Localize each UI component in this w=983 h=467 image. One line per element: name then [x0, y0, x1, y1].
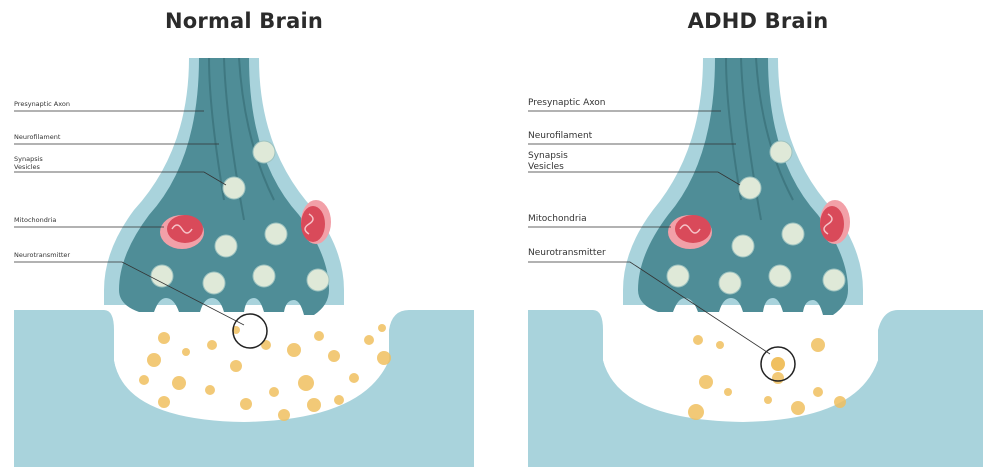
label-mitochondria: Mitochondria — [528, 214, 587, 224]
panel-title: ADHD Brain — [528, 9, 983, 33]
label-synapsis: Synapsis — [14, 155, 43, 163]
label-presynaptic-axon: Presynaptic Axon — [528, 98, 606, 108]
panel-title: Normal Brain — [14, 9, 474, 33]
adhd-brain-panel: ADHD Brain Presynaptic Axon Neurofilamen… — [528, 0, 983, 467]
mitochondrion — [160, 215, 204, 249]
normal-synapse-illustration — [14, 0, 474, 467]
mitochondrion — [820, 200, 850, 244]
label-mitochondria: Mitochondria — [14, 216, 56, 224]
mitochondrion — [668, 215, 712, 249]
adhd-synapse-illustration — [528, 0, 983, 467]
label-neurotransmitter: Neurotransmitter — [528, 248, 606, 258]
label-vesicles: Vesicles — [528, 162, 564, 172]
label-neurotransmitter: Neurotransmitter — [14, 251, 70, 259]
label-synapsis: Synapsis — [528, 151, 568, 161]
mitochondrion — [301, 200, 331, 244]
label-neurofilament: Neurofilament — [528, 131, 592, 141]
normal-brain-panel: Normal Brain Presynaptic Axon Neurofilam… — [14, 0, 474, 467]
label-neurofilament: Neurofilament — [14, 133, 60, 141]
label-presynaptic-axon: Presynaptic Axon — [14, 100, 70, 108]
label-vesicles: Vesicles — [14, 163, 40, 171]
